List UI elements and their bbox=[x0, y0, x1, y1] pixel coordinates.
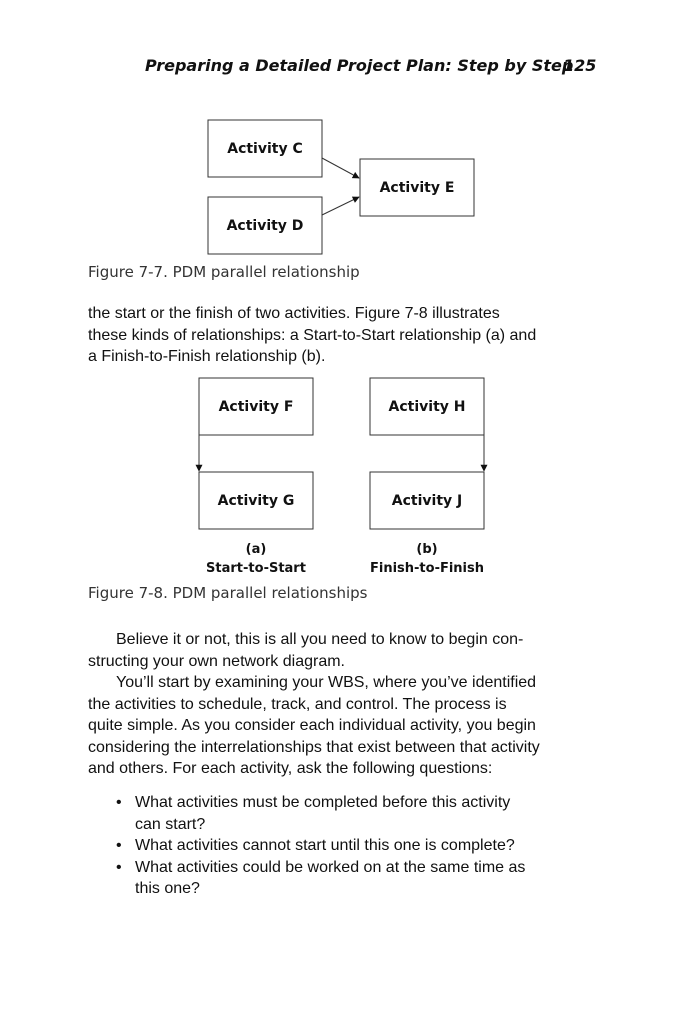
panel-a-label: Start-to-Start bbox=[206, 561, 306, 576]
activity-d-box: Activity D bbox=[207, 196, 323, 255]
activity-f-box: Activity F bbox=[198, 377, 314, 436]
paragraph-line: structing your own network diagram. bbox=[88, 652, 345, 670]
paragraph-2: You’ll start by examining your WBS, wher… bbox=[88, 672, 598, 780]
activity-e-box: Activity E bbox=[359, 158, 475, 217]
question-line: What activities must be completed before… bbox=[135, 794, 511, 811]
paragraph-line: You’ll start by examining your WBS, wher… bbox=[116, 674, 537, 691]
bullet-icon: • bbox=[116, 794, 122, 811]
paragraph-line: quite simple. As you consider each indiv… bbox=[88, 717, 536, 734]
figure-7-8-caption: Figure 7-8. PDM parallel relationships bbox=[88, 584, 368, 602]
question-item: • What activities could be worked on at … bbox=[88, 857, 598, 900]
body-intro-line: a Finish-to-Finish relationship (b). bbox=[88, 348, 326, 365]
panel-b-letter: (b) bbox=[416, 542, 437, 557]
activity-h-box: Activity H bbox=[369, 377, 485, 436]
question-line: What activities could be worked on at th… bbox=[135, 858, 526, 876]
questions-list: • What activities must be completed befo… bbox=[88, 792, 598, 900]
activity-g-box: Activity G bbox=[198, 471, 314, 530]
panel-a-letter: (a) bbox=[246, 542, 267, 557]
activity-h-label: Activity H bbox=[389, 399, 466, 415]
body-paragraphs: Believe it or not, this is all you need … bbox=[88, 629, 598, 780]
paragraph-1: Believe it or not, this is all you need … bbox=[88, 629, 598, 672]
activity-c-label: Activity C bbox=[227, 141, 303, 157]
question-item: • What activities cannot start until thi… bbox=[88, 835, 598, 857]
arrow-c-to-e bbox=[321, 157, 360, 179]
activity-j-box: Activity J bbox=[369, 471, 485, 530]
bullet-icon: • bbox=[116, 837, 122, 854]
panel-b-label: Finish-to-Finish bbox=[370, 561, 484, 576]
activity-f-label: Activity F bbox=[219, 399, 294, 415]
body-intro-line: the start or the finish of two activitie… bbox=[88, 305, 500, 322]
question-line: this one? bbox=[135, 880, 200, 897]
page-number: 125 bbox=[563, 56, 597, 75]
question-line: What activities cannot start until this … bbox=[135, 837, 515, 854]
activity-c-box: Activity C bbox=[207, 119, 323, 178]
paragraph-line: and others. For each activity, ask the f… bbox=[88, 760, 493, 777]
paragraph-line: considering the interrelationships that … bbox=[88, 738, 540, 756]
paragraph-line: the activities to schedule, track, and c… bbox=[88, 695, 507, 713]
question-line: can start? bbox=[135, 815, 206, 833]
question-item: • What activities must be completed befo… bbox=[88, 792, 598, 835]
activity-e-label: Activity E bbox=[380, 180, 455, 196]
activity-d-label: Activity D bbox=[227, 218, 304, 234]
activity-g-label: Activity G bbox=[218, 493, 295, 509]
running-header-title: Preparing a Detailed Project Plan: Step … bbox=[145, 56, 574, 75]
paragraph-line: Believe it or not, this is all you need … bbox=[116, 631, 524, 648]
figure-7-7-caption: Figure 7-7. PDM parallel relationship bbox=[88, 263, 360, 281]
bullet-icon: • bbox=[116, 858, 122, 876]
arrow-d-to-e bbox=[321, 196, 360, 216]
body-intro: the start or the finish of two activitie… bbox=[88, 303, 598, 368]
body-intro-line: these kinds of relationships: a Start-to… bbox=[88, 326, 537, 344]
activity-j-label: Activity J bbox=[392, 493, 462, 509]
